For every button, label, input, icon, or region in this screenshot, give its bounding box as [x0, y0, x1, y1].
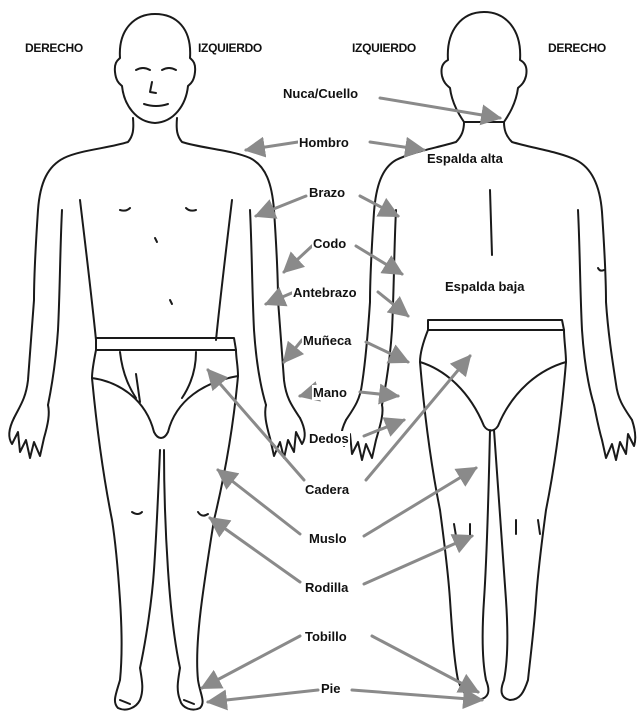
arrow-arm-back	[360, 196, 398, 216]
arrow-hand-back	[360, 392, 398, 396]
back-right-hand	[594, 405, 635, 460]
arrow-arm-front	[256, 196, 306, 216]
label-knee: Rodilla	[304, 580, 349, 595]
label-upper-back: Espalda alta	[426, 151, 504, 166]
label-neck: Nuca/Cuello	[282, 86, 359, 101]
front-right-side-label: DERECHO	[25, 41, 83, 55]
label-hip: Cadera	[304, 482, 350, 497]
label-wrist: Muñeca	[302, 333, 352, 348]
arrow-elbow-front	[284, 246, 312, 272]
arrow-ankle-front	[202, 636, 300, 688]
arrow-shoulder-back	[370, 142, 424, 150]
arrow-shoulder-front	[246, 142, 298, 150]
arrow-neck-back	[380, 98, 500, 118]
pointer-arrows	[202, 98, 500, 702]
label-hand: Mano	[312, 385, 348, 400]
label-arm: Brazo	[308, 185, 346, 200]
label-foot: Pie	[320, 681, 342, 696]
arrow-forearm-front	[266, 292, 294, 304]
arrow-fingers-back	[364, 420, 404, 436]
arrow-wrist-back	[366, 342, 408, 362]
label-ankle: Tobillo	[304, 629, 348, 644]
arrow-knee-back	[364, 536, 472, 584]
back-left-side-label: IZQUIERDO	[352, 41, 416, 55]
front-left-hand	[265, 405, 305, 458]
front-torso	[14, 118, 133, 418]
label-fingers: Dedos	[308, 431, 350, 446]
label-shoulder: Hombro	[298, 135, 350, 150]
front-left-side-label: IZQUIERDO	[198, 41, 262, 55]
arrow-foot-front	[208, 690, 318, 702]
label-thigh: Muslo	[308, 531, 348, 546]
arrow-hip-front	[208, 370, 304, 480]
arrow-ankle-back	[372, 636, 478, 692]
label-lower-back: Espalda baja	[444, 279, 525, 294]
back-right-side-label: DERECHO	[548, 41, 606, 55]
arrow-thigh-back	[364, 468, 476, 536]
label-forearm: Antebrazo	[292, 285, 358, 300]
front-figure	[9, 14, 305, 710]
back-head	[441, 12, 526, 122]
front-right-hand	[9, 405, 49, 458]
label-elbow: Codo	[312, 236, 347, 251]
arrow-wrist-front	[284, 340, 302, 362]
arrow-thigh-front	[218, 470, 300, 534]
arrow-knee-front	[210, 518, 300, 582]
front-legs	[92, 378, 160, 710]
